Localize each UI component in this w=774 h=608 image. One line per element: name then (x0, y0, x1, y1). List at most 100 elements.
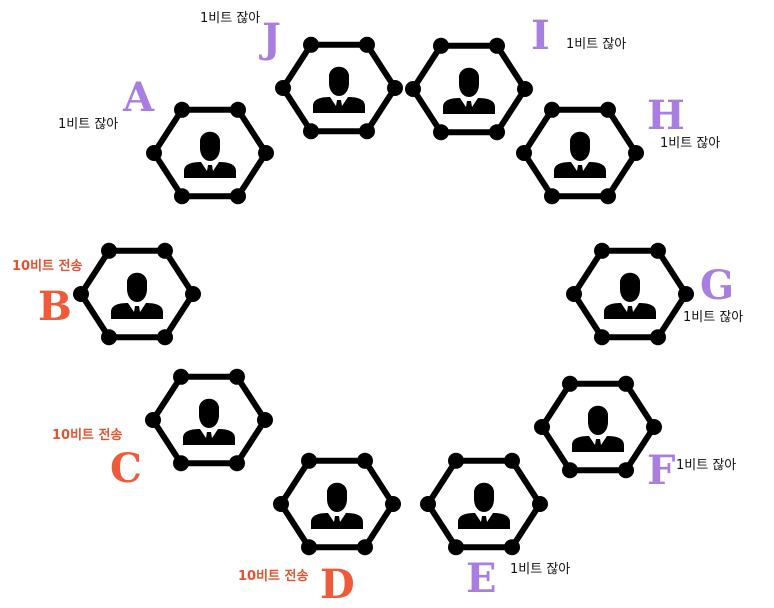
hexagon-node-f (534, 375, 662, 479)
hexagon-vertex-dot (562, 462, 578, 479)
node-letter-i: I (531, 12, 550, 59)
hexagon-vertex-dot (230, 101, 246, 118)
hexagon-vertex-dot (600, 188, 616, 205)
hexagon-vertex-dot (544, 101, 560, 118)
hexagon-vertex-dot (534, 419, 550, 435)
hexagon-vertex-dot (618, 462, 634, 479)
hexagon-vertex-dot (301, 452, 317, 469)
hexagon-vertex-dot (433, 124, 449, 141)
hexagon-node-i (405, 37, 533, 141)
node-caption-b: 10비트 전송 (12, 259, 83, 274)
hexagon-vertex-dot (650, 329, 666, 346)
node-caption-h: 1비트 잖아 (660, 136, 721, 151)
hexagon-node-a (146, 101, 274, 205)
hexagon-vertex-dot (173, 368, 189, 385)
hexagon-vertex-dot (532, 496, 548, 512)
node-caption-c: 10비트 전송 (52, 428, 123, 443)
node-letter-d: D (320, 561, 355, 608)
node-letter-e: E (466, 555, 497, 602)
hexagon-vertex-dot (566, 286, 582, 302)
person-in-suit-icon (572, 405, 624, 452)
hexagon-node-c (145, 368, 273, 472)
hexagon-node-j (275, 36, 403, 140)
hexagon-vertex-dot (517, 81, 533, 97)
node-caption-i: 1비트 잖아 (566, 37, 627, 52)
hexagon-vertex-dot (275, 80, 291, 96)
hexagon-vertex-dot (185, 286, 201, 302)
person-in-suit-icon (443, 67, 495, 114)
node-caption-f: 1비트 잖아 (676, 458, 737, 473)
hexagon-vertex-dot (357, 539, 373, 556)
hexagon-vertex-dot (357, 452, 373, 469)
person-in-suit-icon (184, 131, 236, 178)
person-in-suit-icon (111, 272, 163, 319)
hexagon-vertex-dot (628, 145, 644, 161)
hexagon-vertex-dot (600, 101, 616, 118)
person-in-suit-icon (458, 482, 510, 529)
hexagon-vertex-dot (504, 539, 520, 556)
hexagon-vertex-dot (229, 368, 245, 385)
hexagon-vertex-dot (359, 123, 375, 140)
hexagon-vertex-dot (405, 81, 421, 97)
hexagon-vertex-dot (303, 36, 319, 53)
hexagon-vertex-dot (146, 145, 162, 161)
hexagon-vertex-dot (273, 496, 289, 512)
hexagon-vertex-dot (145, 412, 161, 428)
node-letter-j: J (262, 15, 281, 62)
hexagon-vertex-dot (387, 80, 403, 96)
hexagon-vertex-dot (257, 412, 273, 428)
hexagon-vertex-dot (562, 375, 578, 392)
node-caption-g: 1비트 잖아 (683, 310, 744, 325)
node-letter-h: H (647, 92, 685, 139)
person-in-suit-icon (183, 398, 235, 445)
hexagon-vertex-dot (646, 419, 662, 435)
node-caption-e: 1비트 잖아 (510, 562, 571, 577)
hexagon-node-d (273, 452, 401, 556)
hexagon-vertex-dot (433, 37, 449, 54)
hexagon-node-g (566, 242, 694, 346)
hexagon-vertex-dot (594, 329, 610, 346)
node-letter-a: A (123, 74, 155, 121)
hexagon-vertex-dot (229, 455, 245, 472)
hexagon-vertex-dot (594, 242, 610, 259)
node-letter-g: G (700, 262, 735, 309)
hexagon-vertex-dot (174, 188, 190, 205)
hexagon-vertex-dot (101, 242, 117, 259)
hexagon-vertex-dot (157, 242, 173, 259)
hexagon-vertex-dot (504, 452, 520, 469)
hexagon-vertex-dot (448, 452, 464, 469)
hexagon-vertex-dot (258, 145, 274, 161)
hexagon-vertex-dot (301, 539, 317, 556)
hexagon-vertex-dot (157, 329, 173, 346)
hexagon-vertex-dot (230, 188, 246, 205)
hexagon-vertex-dot (420, 496, 436, 512)
person-in-suit-icon (604, 272, 656, 319)
hexagon-vertex-dot (678, 286, 694, 302)
hexagon-vertex-dot (618, 375, 634, 392)
hexagon-vertex-dot (303, 123, 319, 140)
node-letter-f: F (647, 447, 676, 494)
hexagon-vertex-dot (544, 188, 560, 205)
hexagon-vertex-dot (650, 242, 666, 259)
person-in-suit-icon (313, 66, 365, 113)
hexagon-vertex-dot (489, 124, 505, 141)
hexagon-vertex-dot (73, 286, 89, 302)
node-caption-d: 10비트 전송 (238, 569, 309, 584)
hexagon-node-e (420, 452, 548, 556)
hexagon-vertex-dot (489, 37, 505, 54)
hexagon-node-h (516, 101, 644, 205)
hexagon-vertex-dot (385, 496, 401, 512)
hexagon-vertex-dot (101, 329, 117, 346)
hexagon-vertex-dot (359, 36, 375, 53)
node-letter-b: B (38, 283, 72, 330)
hexagon-vertex-dot (448, 539, 464, 556)
hexagon-node-b (73, 242, 201, 346)
person-in-suit-icon (311, 482, 363, 529)
hexagon-vertex-dot (174, 101, 190, 118)
node-letter-c: C (110, 445, 142, 492)
hexagon-vertex-dot (516, 145, 532, 161)
person-in-suit-icon (554, 131, 606, 178)
node-caption-a: 1비트 잖아 (58, 117, 119, 132)
